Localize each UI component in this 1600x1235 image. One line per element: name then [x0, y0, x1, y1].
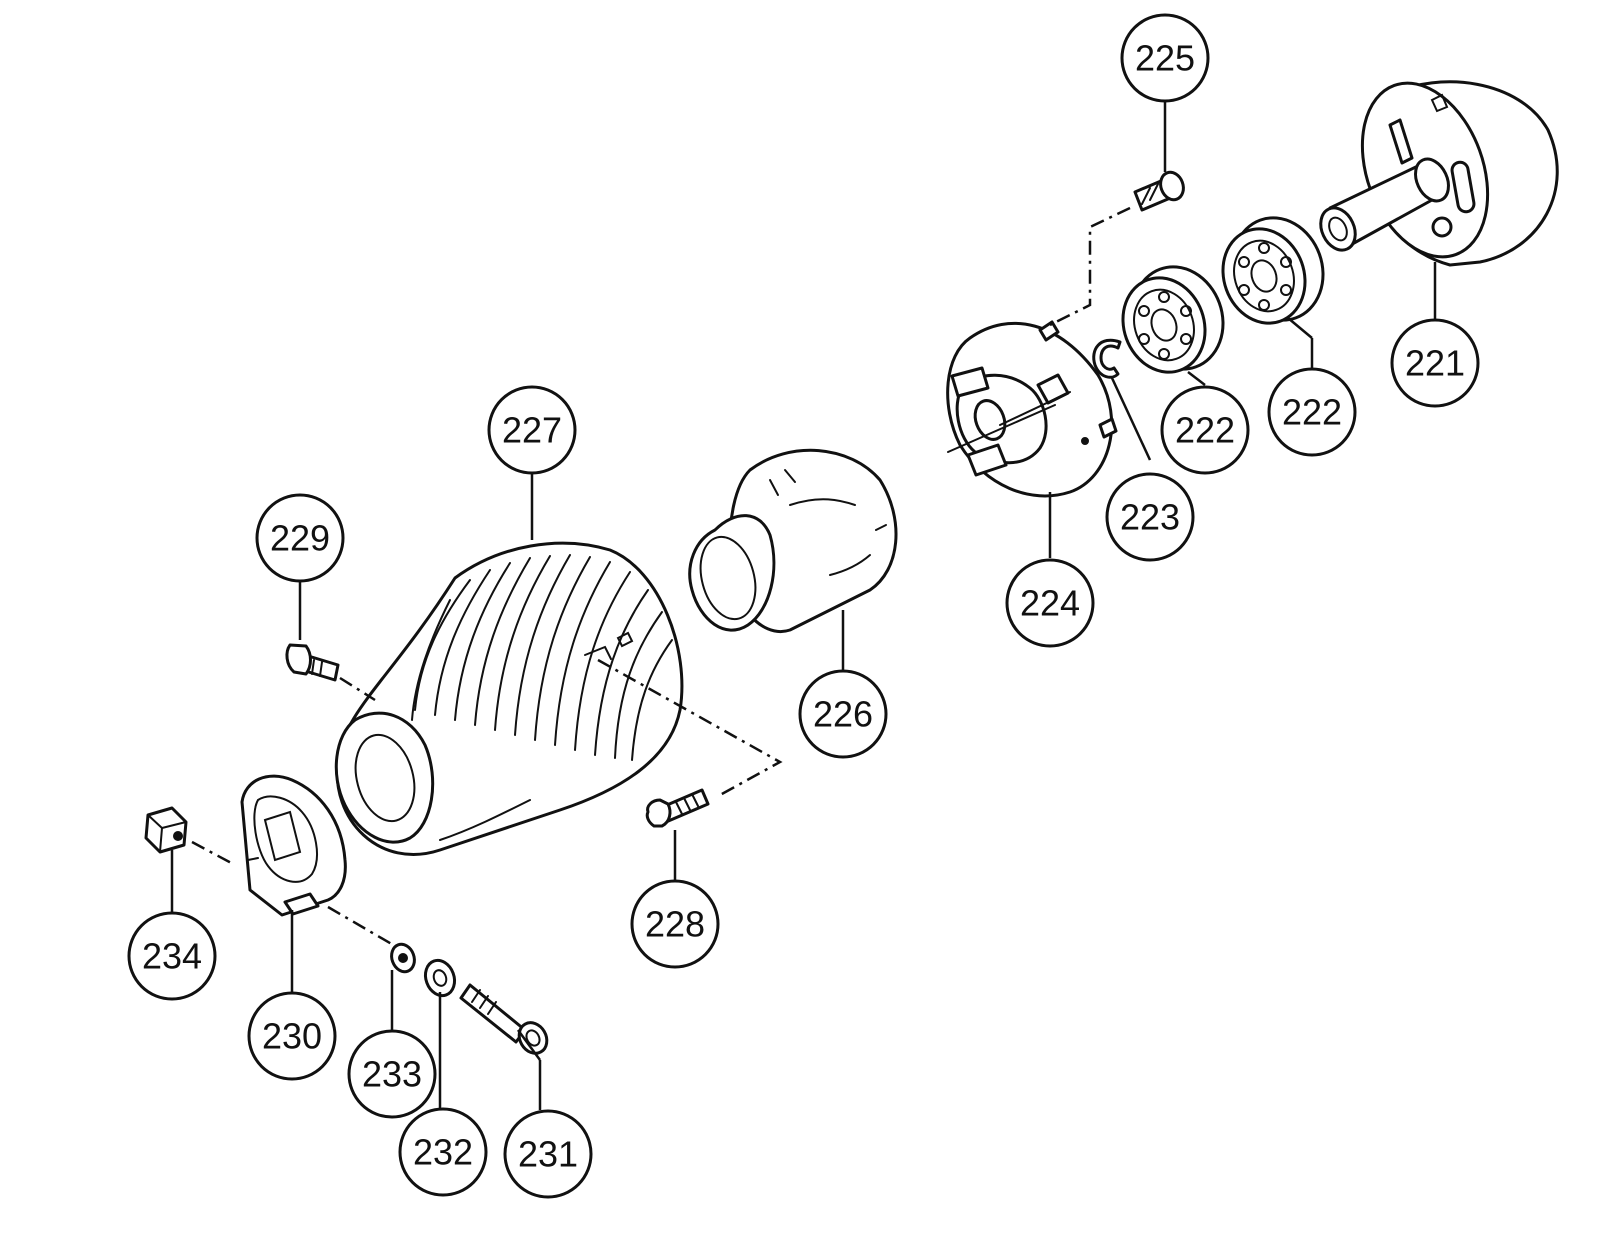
- part-224-clutch-plate: [946, 320, 1118, 498]
- callout-231: 231: [503, 1109, 593, 1199]
- callout-233-label: 233: [362, 1054, 422, 1095]
- callout-232-label: 232: [413, 1132, 473, 1173]
- part-223-snap-ring: [1092, 338, 1122, 379]
- callout-222-left-label: 222: [1175, 410, 1235, 451]
- callout-223: 223: [1105, 472, 1195, 562]
- callout-222-left: 222: [1160, 385, 1250, 475]
- callout-221: 221: [1390, 318, 1480, 408]
- part-227-finned-housing: [334, 541, 684, 856]
- callout-224: 224: [1005, 558, 1095, 648]
- leader-lines: [170, 102, 1437, 1110]
- part-232-spring-washer: [423, 958, 457, 998]
- callout-225-label: 225: [1135, 38, 1195, 79]
- part-226-sleeve: [688, 448, 898, 633]
- callout-230-label: 230: [262, 1016, 322, 1057]
- callout-227-label: 227: [502, 410, 562, 451]
- callout-229: 229: [255, 493, 345, 583]
- callout-230: 230: [247, 991, 337, 1081]
- callout-221-label: 221: [1405, 343, 1465, 384]
- part-233-flat-washer: [390, 942, 416, 974]
- callout-226-label: 226: [813, 694, 873, 735]
- callout-232: 232: [398, 1107, 488, 1197]
- housing-fins: [411, 554, 673, 841]
- callout-227: 227: [487, 385, 577, 475]
- callout-222-right-label: 222: [1282, 392, 1342, 433]
- part-222-bearing-left: [1121, 265, 1225, 374]
- part-221-clutch-drum: [1319, 80, 1559, 267]
- callout-224-label: 224: [1020, 583, 1080, 624]
- callout-222-right: 222: [1267, 367, 1357, 457]
- callout-231-label: 231: [518, 1134, 578, 1175]
- part-229-bolt: [285, 643, 340, 682]
- callout-228-label: 228: [645, 904, 705, 945]
- callout-229-label: 229: [270, 518, 330, 559]
- callout-234: 234: [127, 911, 217, 1001]
- part-230-bracket: [240, 774, 347, 917]
- part-234-square-nut: [144, 806, 188, 854]
- part-222-bearing-right: [1221, 216, 1325, 325]
- callout-226: 226: [798, 669, 888, 759]
- part-225-screw: [1133, 170, 1185, 212]
- part-228-bolt: [645, 788, 710, 828]
- callout-234-label: 234: [142, 936, 202, 977]
- callout-233: 233: [347, 1029, 437, 1119]
- callout-225: 225: [1120, 13, 1210, 103]
- part-231-bolt: [459, 983, 549, 1055]
- assembly-lines: [191, 206, 1131, 948]
- callout-228: 228: [630, 879, 720, 969]
- callout-223-label: 223: [1120, 497, 1180, 538]
